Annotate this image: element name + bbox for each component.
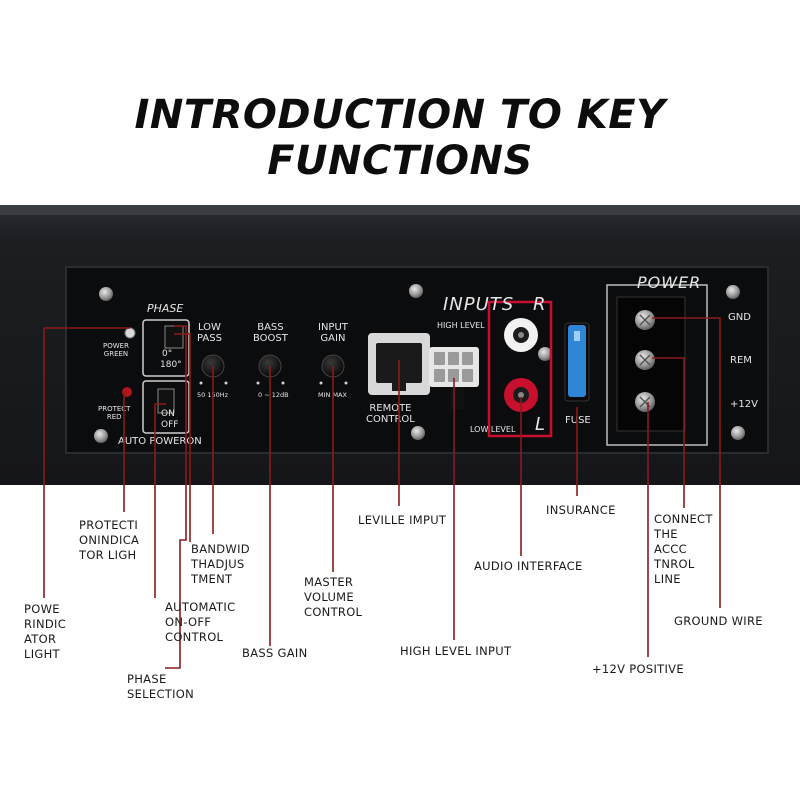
high-level-label: HIGH LEVEL [437,321,485,330]
screw [538,347,552,361]
callout-protection-indicator: PROTECTI ONINDICA TOR LIGH [79,518,140,562]
bass-boost-knob [258,354,282,378]
callout-connect-control-line: CONNECT THE ACCC TNROL LINE [654,512,713,586]
bass-boost-range: 0 ~ 12dB [258,391,289,399]
low-level-label: LOW LEVEL [470,425,516,434]
input-gain-label: INPUT GAIN [318,322,348,344]
phase-label: PHASE [147,302,184,315]
screw [731,426,745,440]
low-pass-knob [201,354,225,378]
screw [411,426,425,440]
callout-leville-input: LEVILLE IMPUT [358,513,447,527]
callout-insurance: INSURANCE [546,503,616,517]
input-gain-knob [321,354,345,378]
page-title: INTRODUCTION TO KEY FUNCTIONS [134,92,666,184]
callout-phase-selection: PHASE SELECTION [127,672,195,701]
callout-high-level-input: HIGH LEVEL INPUT [400,644,512,658]
callout-audio-interface: AUDIO INTERFACE [474,559,583,573]
switch-off-label: OFF [161,420,179,430]
callout-bandwidth-adjustment: BANDWID THADJUS TMENT [191,542,250,586]
screw [99,287,113,301]
auto-poweron-label: AUTO POWERON [118,436,202,447]
power-label: POWER [637,273,702,292]
input-l-label: L [535,414,547,435]
callout-bass-gain: BASS GAIN [242,646,308,660]
plus12-label: +12V [730,399,758,410]
callout-ground-wire: GROUND WIRE [674,614,763,628]
input-gain-range: MIN MAX [318,391,347,399]
bass-boost-label: BASS BOOST [253,322,288,344]
rem-label: REM [730,355,752,366]
phase-180-label: 180° [160,360,182,370]
switch-on-label: ON [161,409,175,419]
power-led [124,327,136,339]
remote-control-label: REMOTE CONTROL [366,403,415,425]
phase-0-label: 0° [162,349,173,359]
screw [94,429,108,443]
low-pass-label: LOW PASS [197,322,222,344]
input-r-label: R [533,294,547,315]
low-pass-range: 50 150Hz [197,391,229,399]
protect-led [122,387,132,397]
fuse [568,325,586,397]
screw [726,285,740,299]
inputs-label: INPUTS [443,294,515,315]
callout-auto-onoff: AUTOMATIC ON-OFF CONTROL [165,600,236,644]
chassis-top-edge [0,205,800,215]
gnd-label: GND [728,312,751,323]
phase-switch [164,325,184,349]
fuse-label: FUSE [565,415,591,426]
callout-power-indicator: POWE RINDIC ATOR LIGHT [24,602,67,661]
callout-master-volume: MASTER VOLUME CONTROL [304,575,363,619]
power-green-label: POWER GREEN [103,342,129,359]
screw [409,284,423,298]
protect-red-label: PROTECT RED [98,405,131,422]
callout-12v-positive: +12V POSITIVE [592,662,684,676]
rca-highlight-box [487,300,553,438]
